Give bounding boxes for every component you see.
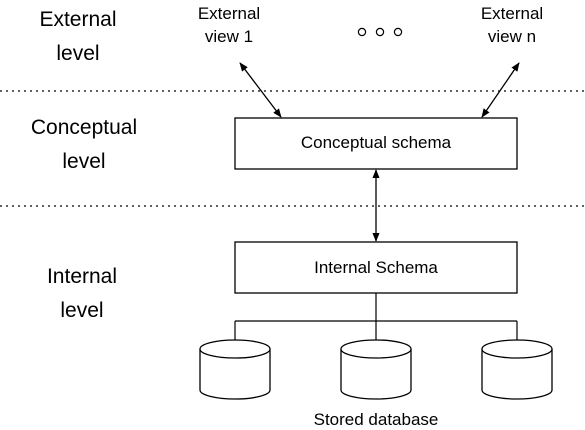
conceptual-level-label: Conceptual level: [0, 111, 169, 179]
database-cylinder-1-icon: [199, 339, 271, 400]
stored-database-caption: Stored database: [313, 410, 439, 429]
external-view-n-line2: view n: [487, 27, 537, 46]
internal-level-line1: Internal: [46, 265, 118, 288]
conceptual-level-line1: Conceptual: [30, 116, 138, 139]
storage-connector: [234, 293, 518, 341]
conceptual-level-line2: level: [62, 150, 106, 173]
external-level-line2: level: [56, 42, 100, 65]
ellipsis-icon: [357, 27, 403, 37]
internal-level-label: Internal level: [0, 260, 167, 328]
external-level-line1: External: [39, 8, 117, 31]
internal-schema-box: [234, 241, 518, 294]
external-view-1-line2: view 1: [204, 27, 254, 46]
conceptual-schema-box: [234, 117, 518, 170]
external-level-label: External level: [0, 3, 163, 71]
external-view-n-label: External view n: [457, 2, 567, 48]
external-view-1-line1: External: [197, 4, 261, 23]
internal-schema-label: Internal Schema: [314, 258, 438, 277]
conceptual-schema-label: Conceptual schema: [300, 133, 452, 152]
external-view-n-line1: External: [480, 4, 544, 23]
arrow-view1-conceptual: [239, 62, 282, 118]
database-cylinder-2-icon: [340, 339, 412, 400]
arrow-viewn-conceptual: [481, 62, 520, 118]
internal-level-line2: level: [60, 299, 104, 322]
database-cylinder-3-icon: [481, 339, 553, 400]
external-view-1-label: External view 1: [174, 2, 284, 48]
